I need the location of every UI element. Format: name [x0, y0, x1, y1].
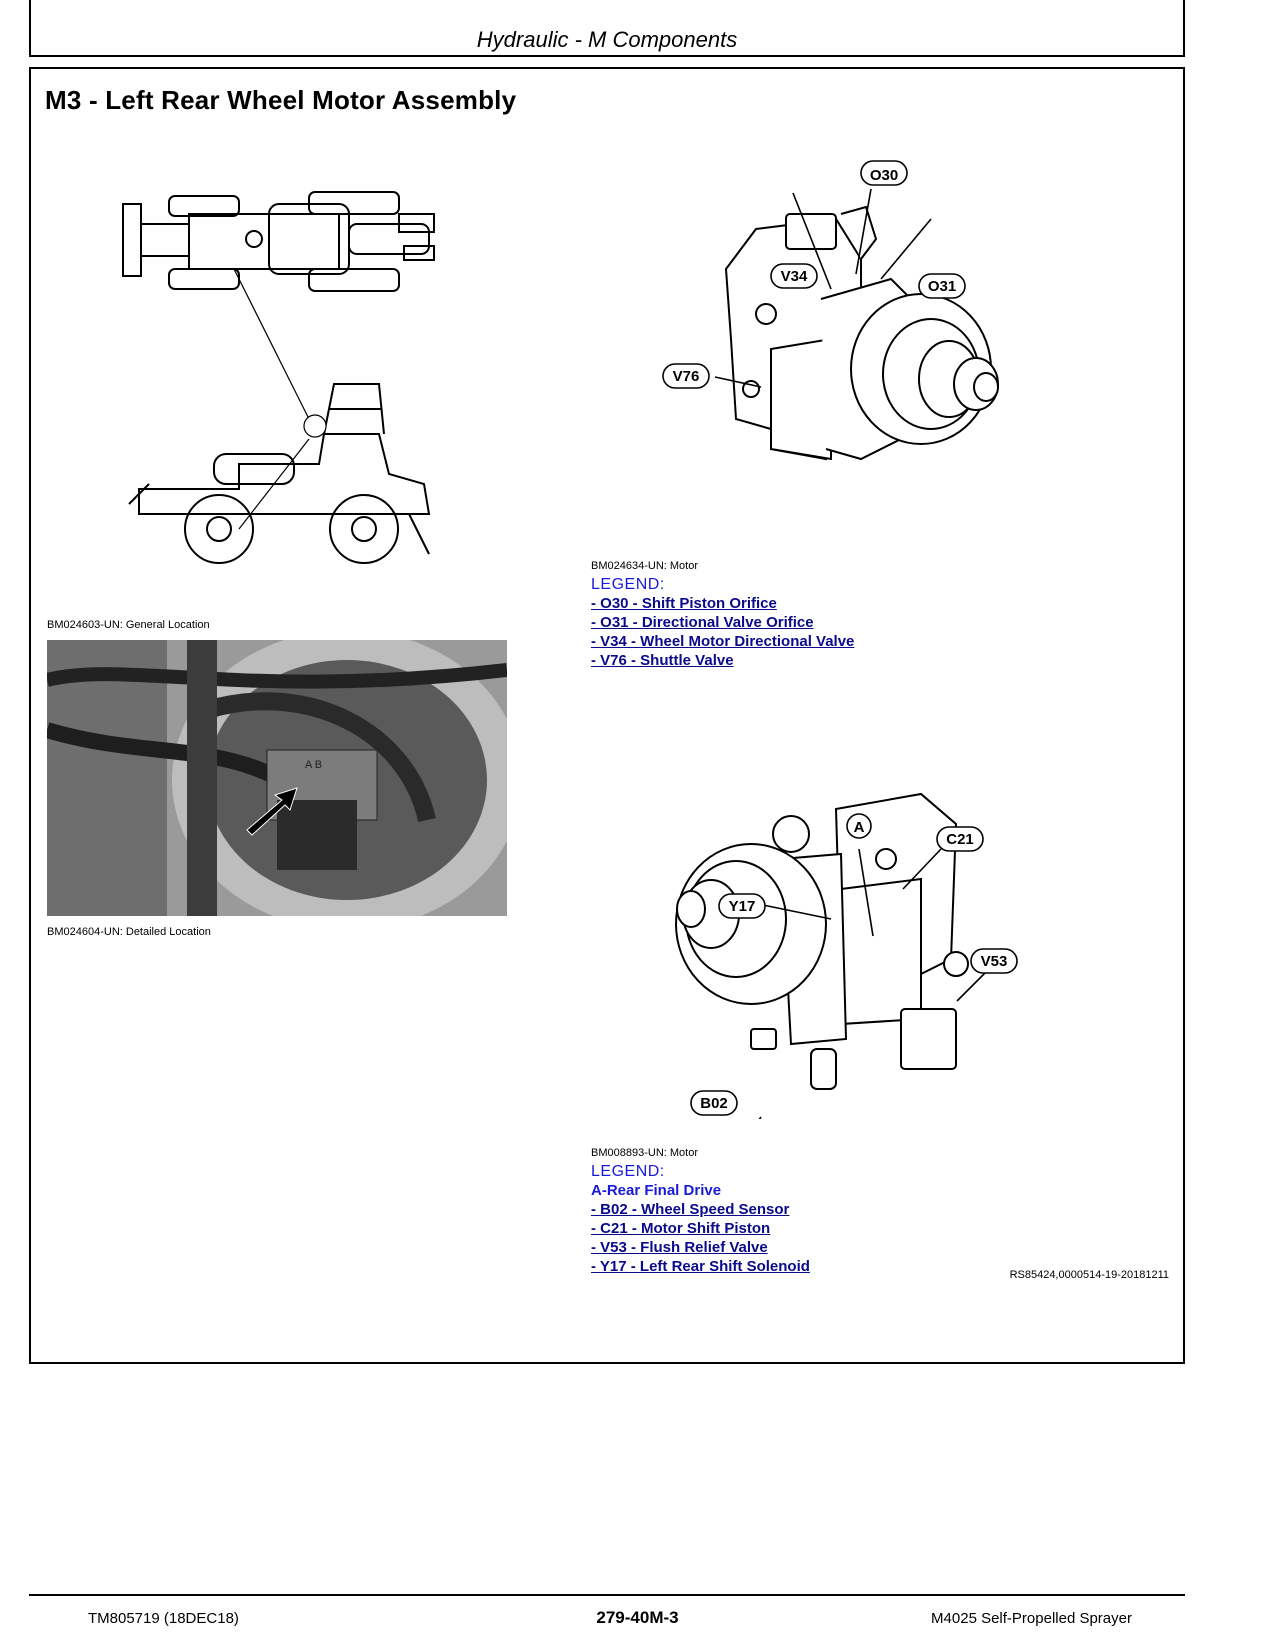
- svg-text:O30: O30: [870, 167, 898, 184]
- legend-link-v34[interactable]: - V34 - Wheel Motor Directional Valve: [591, 633, 855, 650]
- svg-text:Y17: Y17: [729, 898, 756, 915]
- footer-product-name: M4025 Self-Propelled Sprayer: [931, 1610, 1132, 1627]
- photo-ab-marking: A B: [305, 759, 322, 771]
- motor-2-legend-title: LEGEND:: [591, 1163, 665, 1180]
- footer-divider: [29, 1594, 1185, 1596]
- motor-1-caption: BM024634-UN: Motor: [591, 560, 698, 572]
- general-location-illustration: [122, 191, 435, 564]
- motor-1-illustration: O30 V34 O31 V76: [662, 160, 999, 461]
- content-box: M3 - Left Rear Wheel Motor Assembly: [29, 67, 1185, 1364]
- general-location-caption: BM024603-UN: General Location: [47, 619, 210, 631]
- svg-text:V34: V34: [781, 268, 808, 285]
- svg-text:V53: V53: [981, 953, 1008, 970]
- motor-2-callout-y17: Y17: [718, 893, 766, 919]
- detailed-location-caption: BM024604-UN: Detailed Location: [47, 926, 211, 938]
- legend-link-o30[interactable]: - O30 - Shift Piston Orifice: [591, 595, 777, 612]
- motor-2-callout-a: A: [846, 813, 872, 839]
- legend-link-v53[interactable]: - V53 - Flush Relief Valve: [591, 1239, 768, 1256]
- motor-2-illustration: A C21 Y17 V53 B02: [675, 792, 1018, 1119]
- legend-link-v76[interactable]: - V76 - Shuttle Valve: [591, 652, 734, 669]
- svg-text:V76: V76: [673, 368, 700, 385]
- footer-page-number: 279-40M-3: [596, 1608, 679, 1627]
- legend-item-a: A-Rear Final Drive: [591, 1182, 722, 1199]
- motor-1-legend-title: LEGEND:: [591, 576, 665, 593]
- legend-link-o31[interactable]: - O31 - Directional Valve Orifice: [591, 614, 814, 631]
- motor-1-callout-v76: V76: [662, 363, 710, 389]
- motor-2-legend: LEGEND: A-Rear Final Drive - B02 - Wheel…: [591, 1162, 810, 1276]
- motor-1-callout-v34: V34: [770, 263, 818, 289]
- section-title: M3 - Left Rear Wheel Motor Assembly: [45, 85, 517, 115]
- reference-code: RS85424,0000514-19-20181211: [1009, 1269, 1169, 1281]
- motor-2-caption: BM008893-UN: Motor: [591, 1147, 698, 1159]
- svg-text:O31: O31: [928, 278, 956, 295]
- legend-link-b02[interactable]: - B02 - Wheel Speed Sensor: [591, 1201, 790, 1218]
- motor-2-callout-v53: V53: [970, 948, 1018, 974]
- motor-1-callout-o31: O31: [918, 273, 966, 299]
- motor-1-legend: LEGEND: - O30 - Shift Piston Orifice - O…: [591, 575, 854, 670]
- legend-link-y17[interactable]: - Y17 - Left Rear Shift Solenoid: [591, 1258, 810, 1275]
- footer-manual-id: TM805719 (18DEC18): [88, 1610, 239, 1627]
- motor-2-callout-b02: B02: [690, 1090, 738, 1116]
- header-title: Hydraulic - M Components: [476, 27, 738, 52]
- svg-text:C21: C21: [946, 831, 974, 848]
- svg-text:B02: B02: [700, 1095, 728, 1112]
- svg-text:A: A: [854, 819, 865, 836]
- detailed-location-photo: A B: [47, 640, 507, 916]
- motor-2-callout-c21: C21: [936, 826, 984, 852]
- motor-1-callout-o30: O30: [860, 160, 908, 186]
- page-header: Hydraulic - M Components: [29, 0, 1185, 57]
- legend-link-c21[interactable]: - C21 - Motor Shift Piston: [591, 1220, 771, 1237]
